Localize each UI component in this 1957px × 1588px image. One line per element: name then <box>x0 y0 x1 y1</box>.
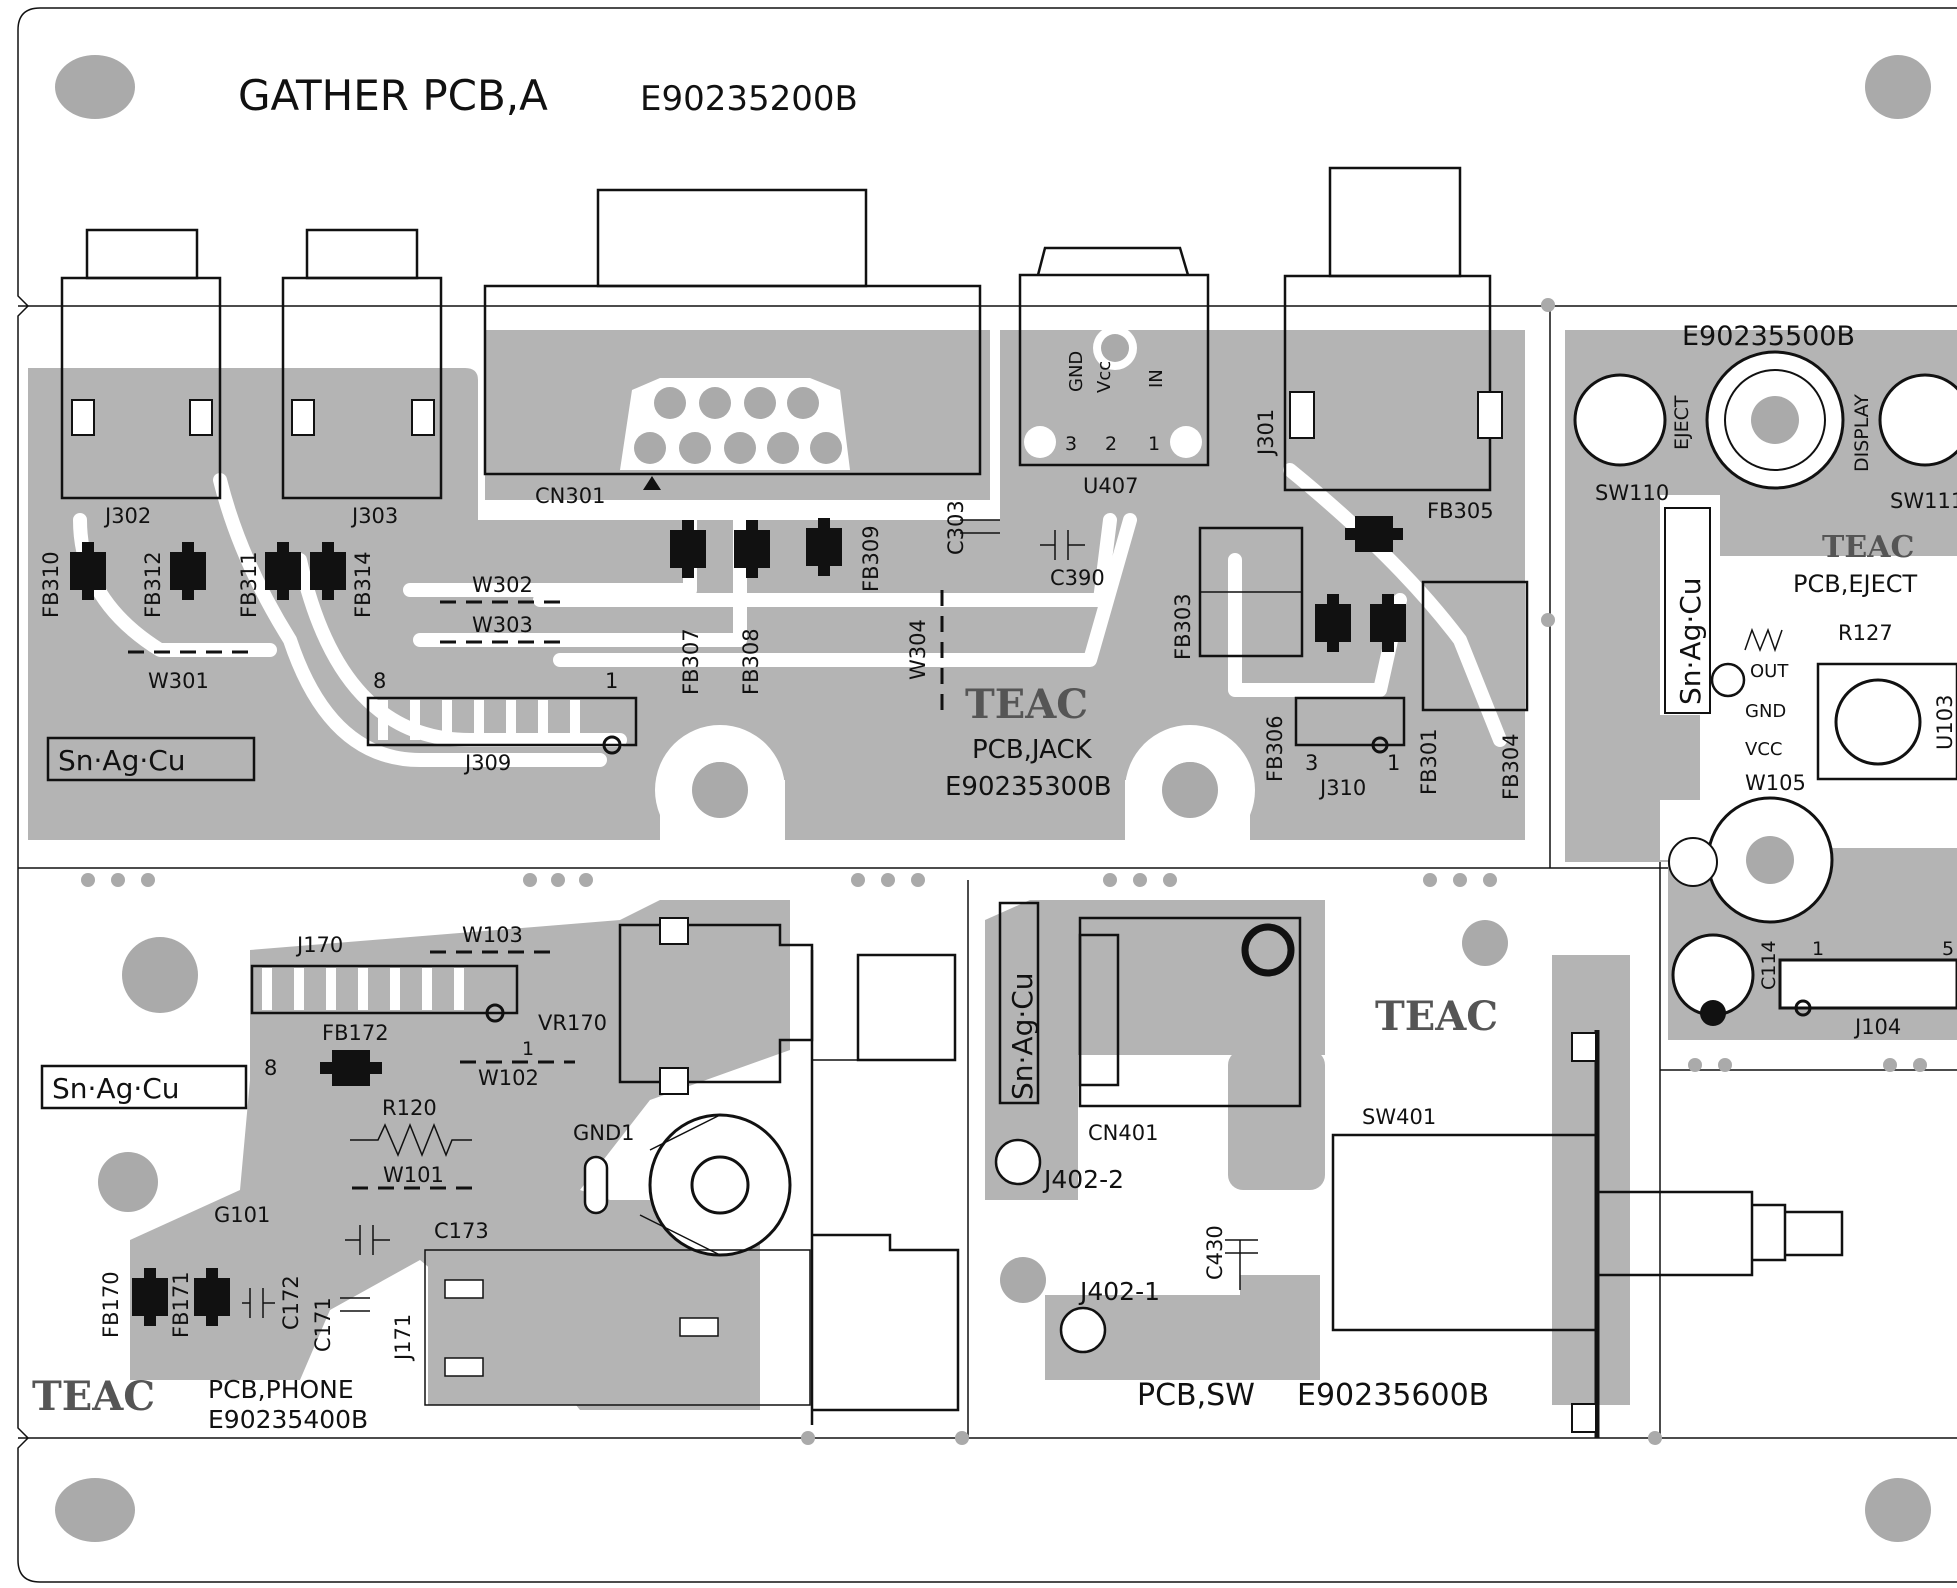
label-c114: C114 <box>1758 940 1780 990</box>
label-j310-p3: 3 <box>1305 751 1318 775</box>
pcb-phone: J170 W103 VR170 1 FB172 8 W102 R120 W101… <box>32 900 960 1434</box>
label-u407-gnd: GND <box>1066 351 1087 392</box>
label-fb314: FB314 <box>351 551 375 618</box>
label-u103: U103 <box>1933 695 1957 750</box>
label-j170-p8: 8 <box>264 1056 277 1080</box>
label-w103: W103 <box>462 923 523 947</box>
label-j301: J301 <box>1254 409 1278 457</box>
breakaway-dots <box>81 298 1927 1445</box>
label-vcc: VCC <box>1745 739 1782 760</box>
jack-brand: TEAC <box>965 681 1088 728</box>
label-fb308: FB308 <box>739 628 763 695</box>
jack-code: E90235300B <box>945 772 1112 802</box>
label-fb303: FB303 <box>1171 593 1195 660</box>
label-j310-p1: 1 <box>1387 751 1400 775</box>
label-g101: G101 <box>214 1203 270 1227</box>
label-j104-p5: 5 <box>1942 938 1954 960</box>
label-fb170: FB170 <box>99 1271 123 1338</box>
phone-brand: TEAC <box>32 1373 155 1420</box>
label-c171: C171 <box>311 1297 335 1352</box>
label-j402-2: J402-2 <box>1042 1165 1124 1194</box>
phone-code: E90235400B <box>208 1405 368 1434</box>
sw-brand: TEAC <box>1375 993 1498 1040</box>
label-w302: W302 <box>472 573 533 597</box>
label-u407: U407 <box>1083 474 1138 498</box>
label-w304: W304 <box>906 619 930 680</box>
phone-name: PCB,PHONE <box>208 1375 354 1404</box>
eject-alloy: Sn·Ag·Cu <box>1674 577 1707 705</box>
sw-name: PCB,SW <box>1137 1378 1255 1413</box>
label-u407-vcc: Vcc <box>1094 361 1115 393</box>
label-c390: C390 <box>1050 566 1105 590</box>
label-display: DISPLAY <box>1851 394 1873 472</box>
eject-brand: TEAC <box>1822 530 1914 565</box>
board-outline <box>17 7 1957 1583</box>
label-u407-in: IN <box>1146 369 1167 388</box>
jack-name: PCB,JACK <box>972 735 1093 765</box>
label-u407-p2: 2 <box>1105 433 1117 455</box>
label-c303: C303 <box>944 500 968 555</box>
label-fb307: FB307 <box>679 628 703 695</box>
page-title-code: E90235200B <box>640 79 858 119</box>
pcb-jack: J302 J303 CN301 U407 FB305 C390 W301 W30… <box>28 166 1529 855</box>
label-gnd: GND <box>1745 701 1786 722</box>
label-r120: R120 <box>382 1096 437 1120</box>
label-j402-1: J402-1 <box>1078 1277 1160 1306</box>
label-fb309: FB309 <box>859 525 883 592</box>
label-r127: R127 <box>1838 621 1893 645</box>
label-j309: J309 <box>463 751 511 775</box>
label-fb311: FB311 <box>237 551 261 618</box>
label-fb312: FB312 <box>141 551 165 618</box>
label-sw111: SW111 <box>1890 489 1957 513</box>
label-sw110: SW110 <box>1595 481 1669 505</box>
pcb-eject: E90235500B SW110 SW111 TEAC PCB,EJECT R1… <box>1565 321 1957 1040</box>
label-gnd1: GND1 <box>573 1121 635 1145</box>
label-eject: EJECT <box>1671 395 1693 450</box>
label-fb310: FB310 <box>39 551 63 618</box>
label-w303: W303 <box>472 613 533 637</box>
label-fb306: FB306 <box>1263 715 1287 782</box>
label-u407-p1: 1 <box>1148 433 1160 455</box>
label-j310: J310 <box>1318 776 1366 800</box>
label-u407-p3: 3 <box>1065 433 1077 455</box>
label-j309-p1: 1 <box>605 669 618 693</box>
eject-code: E90235500B <box>1682 321 1855 352</box>
label-c430: C430 <box>1203 1225 1227 1280</box>
sw-alloy: Sn·Ag·Cu <box>1006 972 1039 1100</box>
label-fb305: FB305 <box>1427 499 1494 523</box>
label-cn401: CN401 <box>1088 1121 1158 1145</box>
sw-code: E90235600B <box>1297 1378 1489 1413</box>
label-j170: J170 <box>295 933 343 957</box>
label-j302: J302 <box>103 504 151 528</box>
mounting-holes <box>55 55 1931 1542</box>
label-c172: C172 <box>279 1275 303 1330</box>
jack-alloy: Sn·Ag·Cu <box>58 744 186 777</box>
phone-alloy: Sn·Ag·Cu <box>52 1072 180 1105</box>
label-j104-p1: 1 <box>1812 938 1824 960</box>
label-cn301: CN301 <box>535 484 605 508</box>
label-fb301: FB301 <box>1417 728 1441 795</box>
label-w301: W301 <box>148 669 209 693</box>
label-w105: W105 <box>1745 771 1806 795</box>
label-fb171: FB171 <box>169 1271 193 1338</box>
page-title: GATHER PCB,A <box>238 71 548 120</box>
label-j104: J104 <box>1853 1015 1901 1039</box>
label-j303: J303 <box>350 504 398 528</box>
label-w101: W101 <box>383 1163 444 1187</box>
label-vr170-p1: 1 <box>522 1038 534 1060</box>
pcb-sw: Sn·Ag·Cu C430 TEAC CN401 SW401 J402-2 J4… <box>985 900 1844 1438</box>
label-out: OUT <box>1750 661 1789 682</box>
label-sw401: SW401 <box>1362 1105 1436 1129</box>
eject-name: PCB,EJECT <box>1793 570 1917 598</box>
label-fb172: FB172 <box>322 1021 389 1045</box>
label-j309-p8: 8 <box>373 669 386 693</box>
label-w102: W102 <box>478 1066 539 1090</box>
label-fb304: FB304 <box>1499 733 1523 800</box>
label-vr170: VR170 <box>538 1011 607 1035</box>
label-j171: J171 <box>391 1314 415 1362</box>
label-c173: C173 <box>434 1219 489 1243</box>
